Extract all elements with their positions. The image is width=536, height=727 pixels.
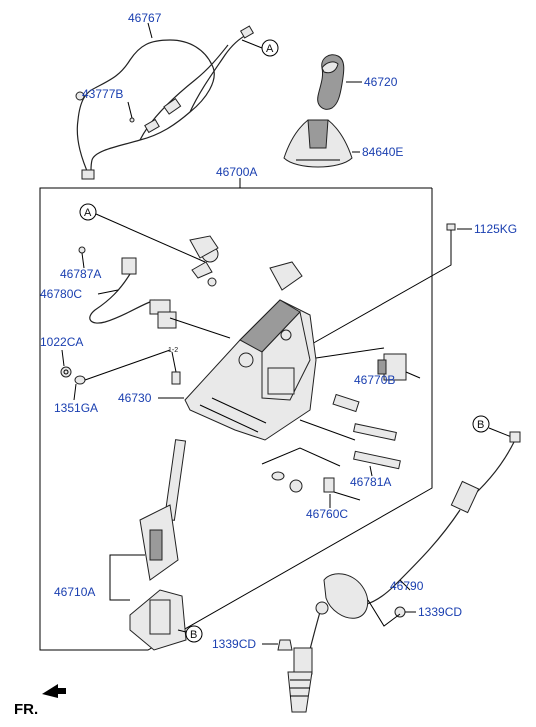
shift-bracket-46730	[184, 235, 317, 441]
ref-circle-b-right	[472, 415, 490, 433]
shift-boot-84640E	[283, 119, 353, 168]
label-46790: 46790	[390, 579, 424, 593]
nut-1022CA	[60, 366, 72, 378]
bolt-1125KG	[446, 223, 456, 238]
label-46710A: 46710A	[54, 585, 95, 599]
label-84640E: 84640E	[362, 145, 403, 159]
label-1022CA: 1022CA	[40, 335, 83, 349]
label-46720: 46720	[364, 75, 398, 89]
label-46700A: 46700A	[216, 165, 257, 179]
label-43777B: 43777B	[82, 87, 123, 101]
label-46730: 46730	[118, 391, 152, 405]
label-1351GA: 1351GA	[54, 401, 98, 415]
pin-46787A	[78, 246, 86, 269]
lever-assembly-46710A	[129, 439, 187, 651]
label-1339CD-left: 1339CD	[212, 637, 256, 651]
ref-a-inner-letter: A	[84, 207, 92, 219]
label-46781A: 46781A	[350, 475, 391, 489]
rod-46781A	[353, 423, 401, 470]
washer-1351GA	[74, 375, 86, 385]
assembly-frame	[39, 187, 433, 651]
nut-1339CD-right	[394, 606, 406, 618]
label-1125KG: 1125KG	[474, 222, 517, 236]
fr-arrow-icon	[42, 684, 66, 698]
ref-circle-a-top	[261, 39, 279, 57]
label-46767: 46767	[128, 11, 162, 25]
cable-assembly-46767	[75, 25, 255, 180]
label-46760C: 46760C	[306, 507, 348, 521]
label-46780C: 46780C	[40, 287, 82, 301]
label-46787A: 46787A	[60, 267, 101, 281]
solenoid-46770B	[377, 353, 421, 381]
front-direction-label: FR.	[14, 701, 38, 718]
nut-1339CD-left	[277, 639, 293, 651]
bolt-count-note: 1-2	[168, 347, 178, 354]
ref-a-top-letter: A	[266, 43, 274, 55]
label-46770B: 46770B	[354, 373, 395, 387]
ref-b-right-letter: B	[477, 419, 484, 431]
ref-circle-a-inner	[79, 203, 97, 221]
shift-knob-46720	[317, 54, 345, 110]
shift-cable-46790	[287, 427, 521, 713]
ref-circle-b-lower	[185, 625, 203, 643]
ref-b-lower-letter: B	[190, 629, 197, 641]
clip-46760C	[271, 471, 361, 501]
label-1339CD-right: 1339CD	[418, 605, 462, 619]
